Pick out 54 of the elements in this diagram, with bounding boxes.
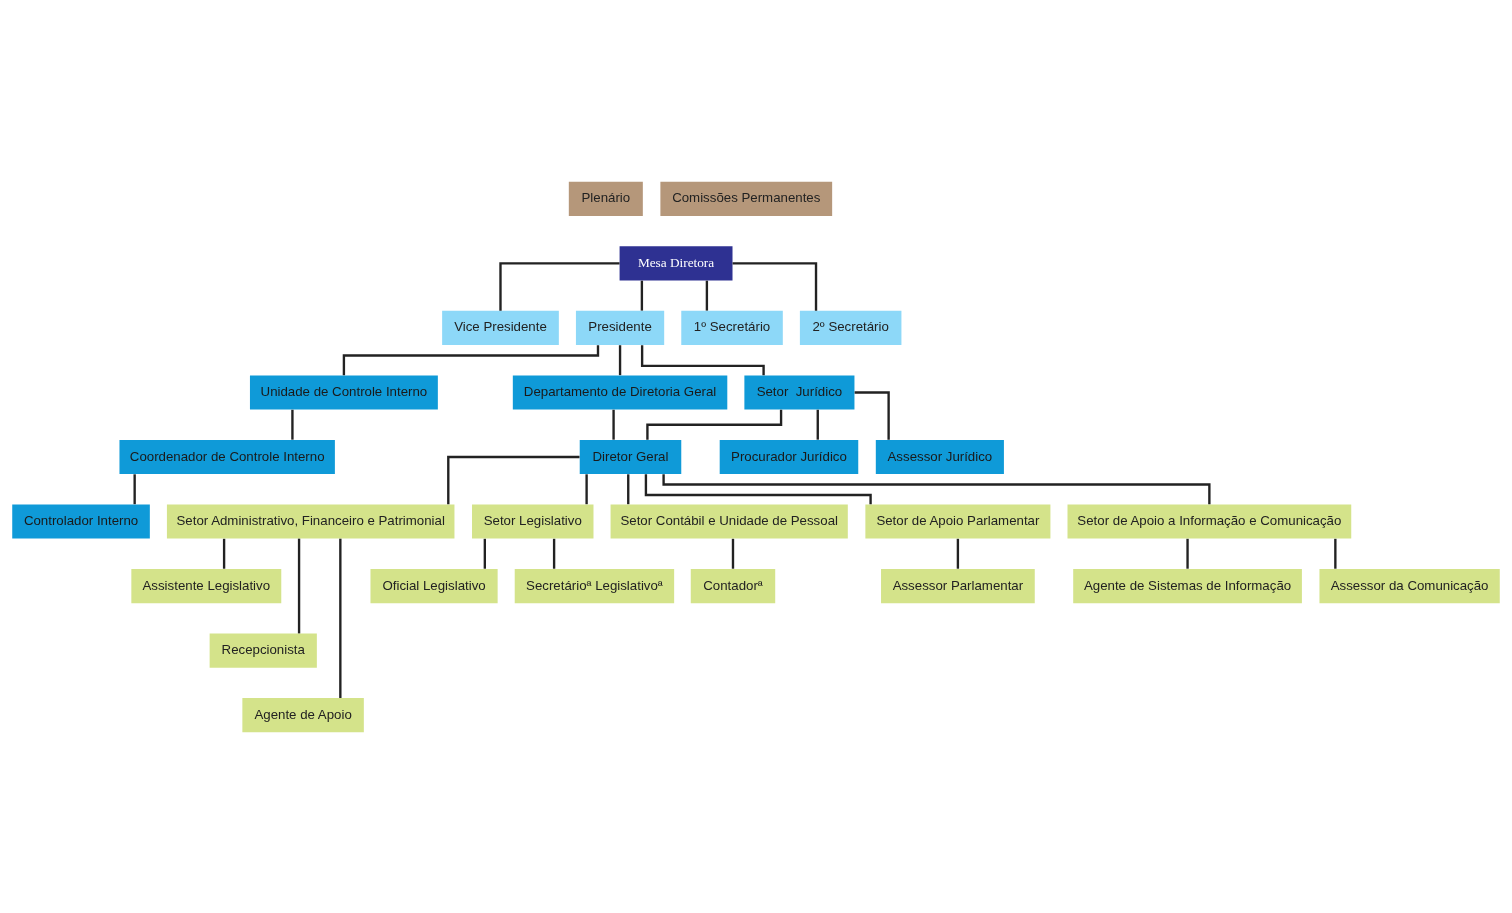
connector <box>705 280 709 311</box>
node-box: Comissões Permanentes <box>660 181 833 216</box>
node-box: 2º Secretário <box>799 310 902 345</box>
node-box: Setor Jurídico <box>744 374 855 410</box>
node-box: Contadorª <box>690 568 776 603</box>
node-box: Recepcionista <box>209 633 317 668</box>
connector <box>133 473 136 504</box>
connector <box>640 280 644 311</box>
node-box: Unidade de Controle Interno <box>249 374 438 410</box>
connector <box>816 409 819 440</box>
node-box: Setor de Apoio Parlamentar <box>865 503 1051 539</box>
connector <box>640 344 765 375</box>
node-box: Agente de Apoio <box>242 697 364 732</box>
connector <box>854 390 890 440</box>
connector <box>499 261 620 311</box>
node-box: Setor Administrativo, Financeiro e Patrimonial <box>166 503 455 539</box>
node-box: Diretor Geral <box>579 439 682 474</box>
connector <box>731 538 735 569</box>
node-box: Coordenador de Controle Interno <box>119 439 335 474</box>
node-box: Setor Contábil e Unidade de Pessoal <box>610 503 848 539</box>
node-box: Mesa Diretora <box>619 245 733 280</box>
node-box: Agente de Sistemas de Informação <box>1073 568 1302 603</box>
connector <box>291 409 294 440</box>
connector <box>732 261 818 311</box>
node-box: Assistente Legislativo <box>131 568 282 603</box>
node-box: Plenário <box>568 181 643 216</box>
node-box: Presidente <box>575 310 665 345</box>
connector <box>297 538 301 633</box>
connector <box>1186 538 1189 569</box>
node-box: Departamento de Diretoria Geral <box>512 374 728 410</box>
node-box: Setor Legislativo <box>472 503 594 539</box>
connector <box>1334 538 1337 569</box>
node-box: Assessor Parlamentar <box>881 568 1035 603</box>
node-box: Controlador Interno <box>12 503 150 539</box>
node-box: Vice Presidente <box>442 310 559 345</box>
connector <box>585 473 588 504</box>
connector <box>646 409 783 440</box>
connector <box>552 538 556 569</box>
node-box: Assessor Jurídico <box>875 439 1004 474</box>
connector <box>618 344 622 375</box>
node-box: Assessor da Comunicação <box>1319 568 1500 603</box>
connector <box>627 473 630 504</box>
connector <box>222 538 226 569</box>
connector <box>483 538 486 569</box>
connector <box>612 409 615 440</box>
connector <box>447 455 580 504</box>
connector <box>956 538 960 569</box>
node-box: Procurador Jurídico <box>719 439 859 474</box>
node-box: Setor de Apoio a Informação e Comunicação <box>1067 503 1352 539</box>
node-box: Oficial Legislativo <box>370 568 498 603</box>
node-box: Secretárioª Legislativoª <box>514 568 675 603</box>
connector <box>339 538 342 698</box>
connector <box>644 473 872 504</box>
node-box: 1º Secretário <box>681 310 783 345</box>
